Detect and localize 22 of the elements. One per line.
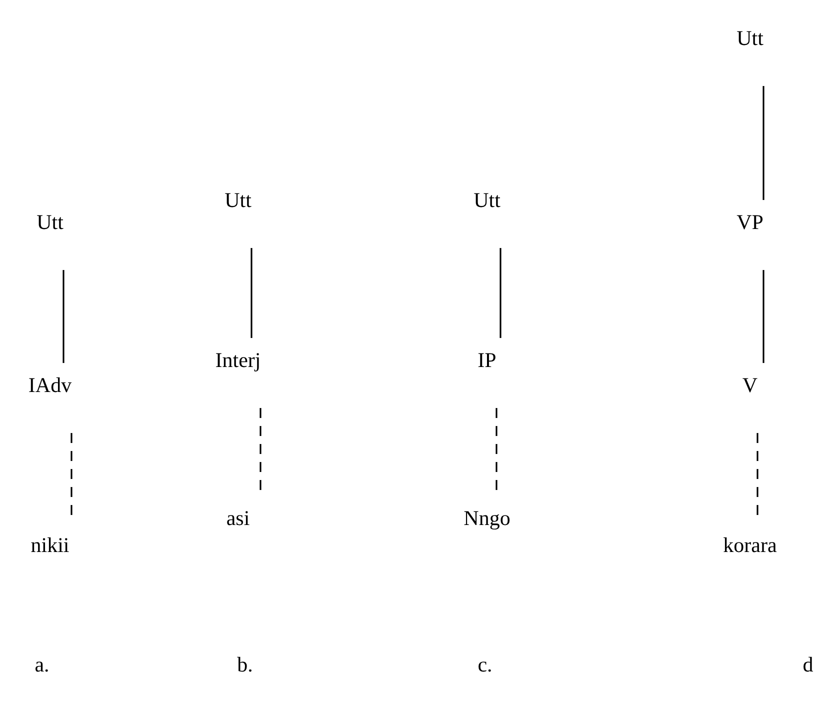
tree-node-label: Nngo — [464, 504, 510, 532]
tree-branch-line — [762, 270, 764, 363]
tree-node-label: IAdv — [28, 372, 72, 398]
tree-node-label: Utt — [736, 24, 764, 52]
tree-node-label: Interj — [215, 346, 261, 374]
panel-letter: c. — [478, 651, 492, 678]
tree-node-label: nikii — [30, 532, 70, 558]
tree-node-label: IP — [478, 346, 496, 374]
tree-branch-line — [500, 248, 502, 338]
tree-node-label: Utt — [474, 186, 500, 214]
tree-node-label: VP — [736, 208, 764, 236]
tree-branch-line — [250, 248, 252, 338]
tree-node-label: V — [742, 372, 758, 398]
panel-letter: b. — [237, 651, 253, 678]
tree-node-label: asi — [226, 504, 250, 532]
panel-letter: a. — [34, 651, 50, 678]
tree-node-label: korara — [723, 532, 777, 558]
tree-branch-line — [62, 270, 64, 363]
tree-node-label: Utt — [36, 208, 64, 236]
tree-branch-line — [762, 86, 764, 200]
panel-letter: d — [802, 651, 814, 678]
tree-node-label: Utt — [224, 186, 252, 214]
